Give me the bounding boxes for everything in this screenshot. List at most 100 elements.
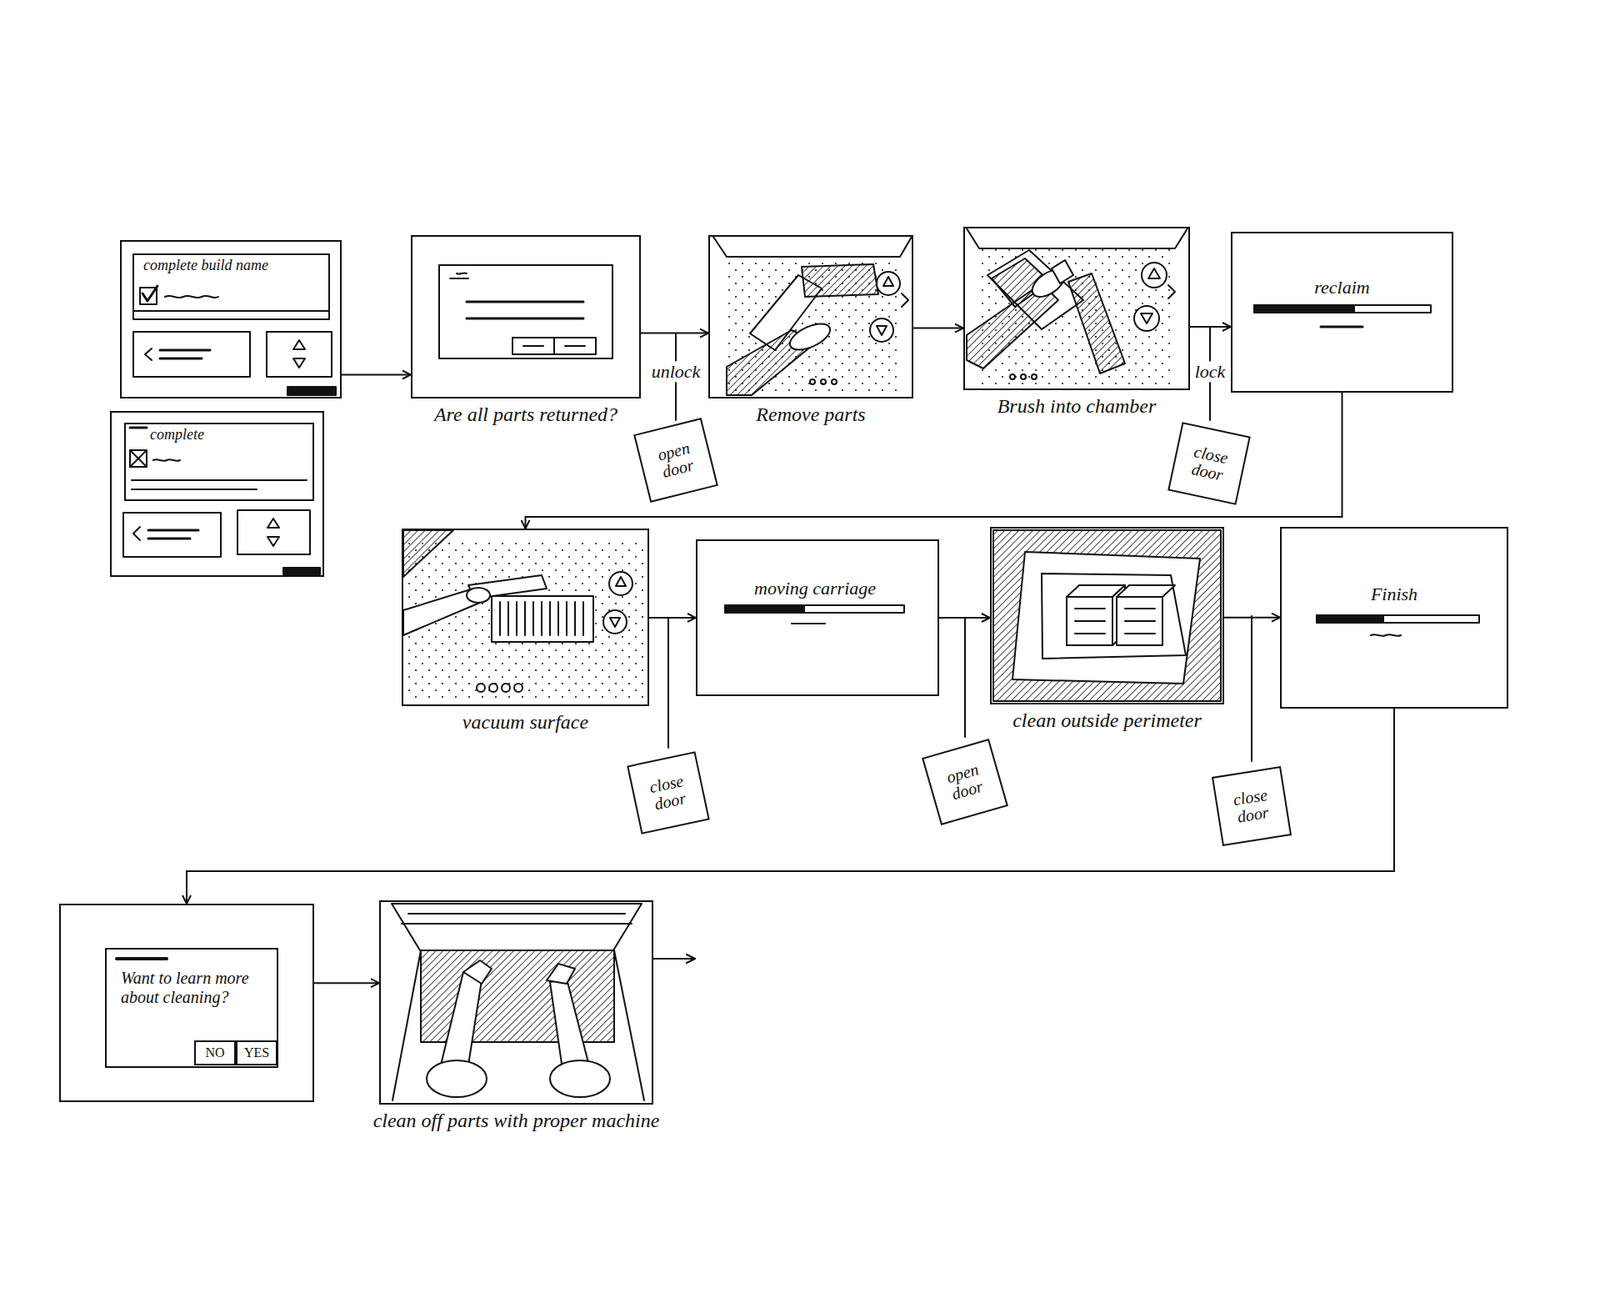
brush-chamber-sketch (1141, 262, 1167, 288)
screen-sketch (142, 285, 158, 301)
sticky-note: open door (633, 417, 719, 503)
perimeter-sketch (993, 530, 1221, 701)
storyboard-frame: Remove parts (708, 235, 914, 399)
brush-chamber-sketch (1010, 374, 1015, 380)
storyboard-frame: Want to learn more about cleaning? NO YES (59, 903, 315, 1102)
brush-chamber-sketch (1168, 285, 1175, 299)
storyboard-frame: reclaim (1230, 231, 1454, 393)
dialog-button: NO (194, 1040, 236, 1065)
screen-text: complete (150, 425, 275, 444)
progress-bar (1254, 305, 1431, 313)
dialog-sketch (105, 948, 278, 1067)
storyboard-frame: complete (110, 410, 325, 577)
flow-arrow (525, 392, 1343, 529)
remove-parts-sketch (713, 236, 912, 395)
brush-chamber-sketch (1068, 273, 1125, 374)
progress-bar (791, 622, 825, 625)
storyboard-frame: moving carriage (695, 539, 940, 696)
screen-text: complete build name (143, 256, 310, 275)
perimeter-sketch (1041, 573, 1186, 659)
vacuum-sketch (615, 576, 626, 586)
flow-arrow (1190, 325, 1231, 328)
remove-parts-sketch (785, 318, 834, 355)
note-text: open door (644, 435, 708, 484)
dialog-sketch (116, 956, 167, 960)
screen-sketch (266, 331, 332, 377)
brush-chamber-sketch (1140, 313, 1153, 324)
screen-sketch (133, 310, 330, 312)
progress-bar (1320, 325, 1363, 329)
note-text: close door (1220, 784, 1283, 828)
perimeter-sketch (1075, 608, 1155, 634)
remove-parts-sketch (801, 264, 879, 297)
parts-washer-sketch (426, 1060, 487, 1097)
progress-bar (725, 605, 805, 613)
screen-sketch (439, 265, 613, 359)
sticky-note: open door (921, 738, 1009, 825)
vacuum-sketch (500, 601, 584, 635)
screen-sketch (450, 272, 469, 279)
frame-caption: clean off parts with proper machine (362, 1109, 670, 1133)
storyboard-frame: clean outside perimeter (990, 526, 1225, 705)
storyboard-frame: Are all parts returned? (410, 235, 641, 399)
vacuum-sketch (609, 571, 633, 595)
flow-arrow (913, 327, 964, 330)
vacuum-sketch (603, 610, 627, 634)
note-text: close door (636, 769, 700, 815)
screen-text: Want to learn more about cleaning? (120, 968, 259, 1007)
screen-sketch (133, 526, 140, 540)
screen-sketch (145, 348, 152, 360)
screen-sketch (287, 386, 336, 395)
remove-parts-sketch (876, 271, 900, 295)
remove-parts-sketch (870, 318, 894, 342)
step-note: unlock (649, 360, 704, 382)
remove-parts-sketch (810, 379, 815, 385)
brush-chamber-sketch (1051, 260, 1074, 284)
screen-sketch (130, 450, 147, 467)
screen-sketch (165, 295, 219, 298)
progress-bar (725, 605, 905, 613)
parts-washer-sketch (391, 903, 645, 1100)
remove-parts-sketch (901, 293, 909, 307)
sticky-note: close door (626, 750, 710, 835)
progress-bar (1316, 615, 1480, 636)
remove-parts-sketch (831, 379, 837, 385)
brush-chamber-sketch (1031, 374, 1037, 380)
remove-parts-sketch (820, 379, 826, 385)
brush-chamber-sketch (966, 228, 1188, 249)
vacuum-sketch (403, 530, 454, 577)
continue-arrow (653, 957, 695, 960)
parts-washer-sketch (550, 1060, 610, 1097)
sticky-note: close door (1167, 421, 1251, 505)
flow-arrow (186, 708, 1395, 904)
progress-bar (1316, 615, 1384, 623)
vacuum-sketch (610, 617, 620, 627)
screen-sketch (133, 254, 336, 395)
screen-sketch (523, 345, 585, 347)
frame-caption: vacuum surface (385, 710, 666, 735)
flow-arrow (939, 616, 990, 619)
progress-bar (1254, 305, 1355, 313)
storyboard-frame: complete build name (120, 240, 342, 399)
leader-line (1250, 615, 1253, 761)
progress-bar (1370, 634, 1401, 636)
screen-sketch (267, 518, 280, 546)
button-label: YES (244, 1045, 270, 1060)
perimeter-sketch (1116, 585, 1175, 597)
vacuum-sketch (403, 530, 644, 700)
screen-text: moving carriage (754, 577, 930, 599)
storyboard-frame: clean off parts with proper machine (379, 900, 654, 1105)
progress-bar (1254, 305, 1431, 327)
flow-arrow (649, 616, 696, 619)
frame-caption: Are all parts returned? (394, 403, 658, 427)
screen-sketch (130, 426, 147, 430)
vacuum-sketch (466, 587, 490, 603)
progress-bar (1316, 615, 1480, 623)
step-note: lock (1192, 360, 1229, 382)
vacuum-sketch (489, 683, 498, 692)
frame-caption: Brush into chamber (946, 395, 1207, 419)
frame-caption: Remove parts (691, 403, 930, 427)
screen-text: reclaim (1240, 276, 1444, 298)
